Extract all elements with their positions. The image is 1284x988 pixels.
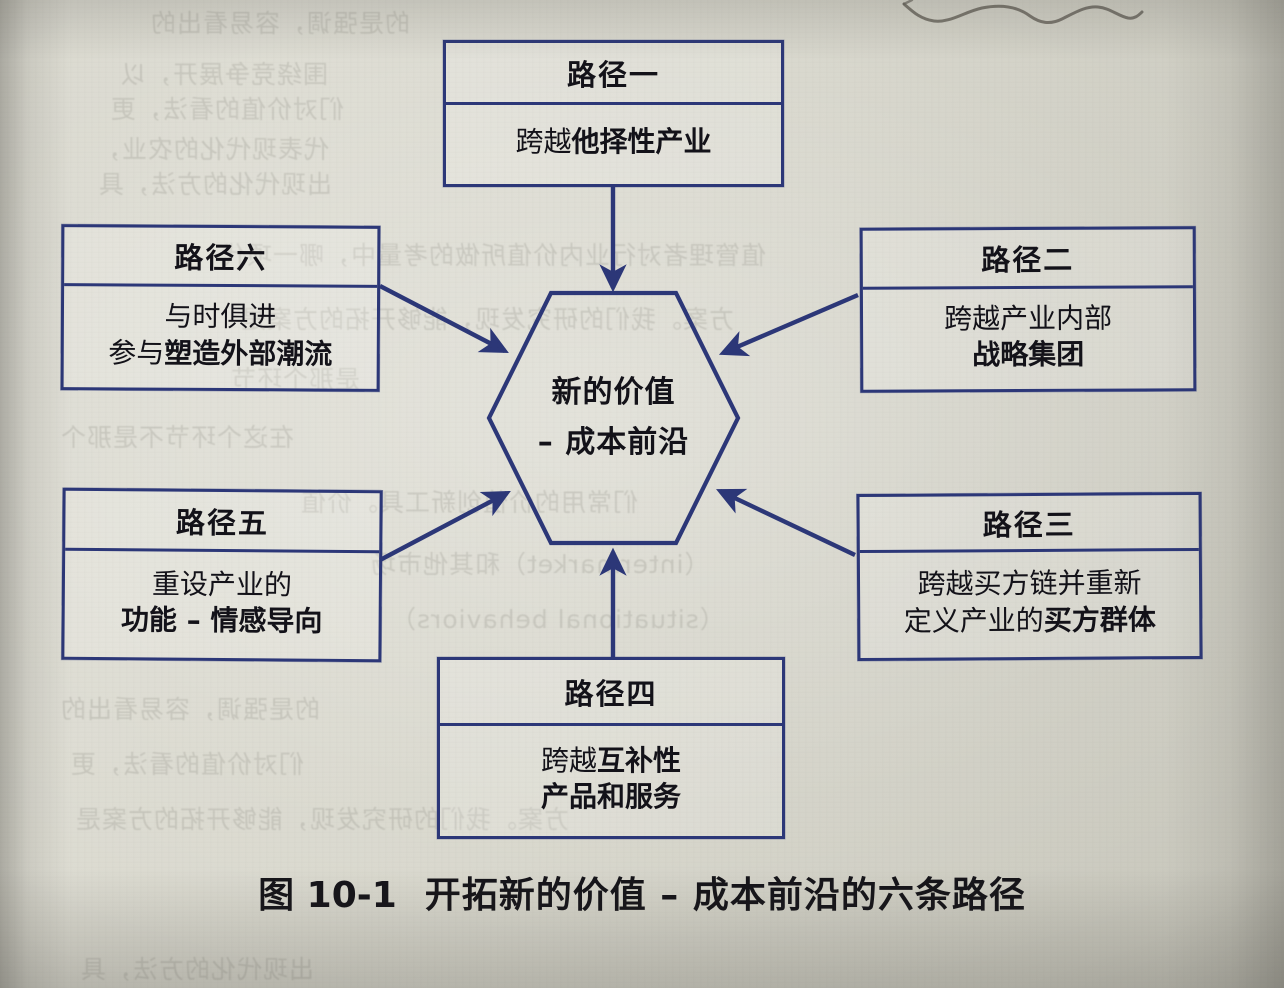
path-box-5-header: 路径五 [65,490,380,554]
path-box-1-body: 跨越他择性产业 [446,105,781,184]
showthrough-line: （situational behaviors） [390,605,725,634]
arrow-box3-to-center [716,488,856,557]
center-node-label: 新的价值 – 成本前沿 [489,291,738,545]
path-box-1-line-1: 跨越他择性产业 [515,125,712,159]
path-box-4-body: 跨越互补性 产品和服务 [440,726,782,836]
path-box-3-body: 跨越买方链并重新 定义产业的买方群体 [860,551,1200,658]
path-box-5-line-1: 重设产业的 [151,567,293,602]
showthrough-line: 围绕竞争展开，以 [120,60,329,89]
path-box-3-line-1: 跨越买方链并重新 [917,566,1142,601]
path-box-3-line-2: 定义产业的买方群体 [903,602,1156,638]
path-box-1[interactable]: 路径一 跨越他择性产业 [443,40,784,187]
path-box-2[interactable]: 路径二 跨越产业内部 战略集团 [859,226,1197,393]
figure-caption: 图 10-1 开拓新的价值 – 成本前沿的六条路径 [0,866,1284,918]
showthrough-line: 们对价值的看法，更 [110,95,345,124]
path-box-6-line-1: 与时俱进 [164,299,277,334]
path-box-6-header: 路径六 [64,227,378,288]
path-box-5[interactable]: 路径五 重设产业的 功能 – 情感导向 [61,487,383,663]
showthrough-line: 的是强调，容易看出的 [150,9,411,38]
path-box-2-body: 跨越产业内部 战略集团 [863,288,1193,389]
showthrough-line: 代表现代化的农业， [95,135,330,164]
path-box-4-line-1: 跨越互补性 [540,743,682,777]
pencil-squiggle-annotation [902,0,1144,25]
path-box-5-body: 重设产业的 功能 – 情感导向 [64,551,379,659]
path-box-4-line-2: 产品和服务 [540,780,681,813]
arrow-box5-to-center [378,490,511,562]
path-box-6-body: 与时俱进 参与塑造外部潮流 [64,286,378,389]
center-line-1: 新的价值 [551,375,676,410]
page-shadow-left [0,0,70,988]
center-line-2: – 成本前沿 [537,425,690,460]
showthrough-line: （intermarket）和其他市场 [370,550,710,579]
showthrough-line: 出现代化的方法，具 [98,170,333,199]
path-box-6[interactable]: 路径六 与时俱进 参与塑造外部潮流 [60,224,381,392]
showthrough-line: 在这个环节不是那个 [60,423,295,452]
path-box-3[interactable]: 路径三 跨越买方链并重新 定义产业的买方群体 [856,491,1203,662]
center-node: 新的价值 – 成本前沿 [489,291,738,545]
arrow-box2-to-center [718,292,859,357]
path-box-4-header: 路径四 [440,660,782,726]
showthrough-line: 们对价值的看法，更 [70,750,305,779]
path-box-5-line-2: 功能 – 情感导向 [120,603,323,638]
path-box-3-header: 路径三 [859,494,1199,554]
arrow-box6-to-center [378,284,509,354]
path-box-2-line-2: 战略集团 [972,337,1085,372]
path-box-2-header: 路径二 [862,229,1193,290]
showthrough-line: 出现代化的方法，具 [80,955,315,984]
path-box-4[interactable]: 路径四 跨越互补性 产品和服务 [437,657,785,839]
figure-number: 图 10-1 [258,875,397,916]
path-box-6-line-2: 参与塑造外部潮流 [108,335,333,371]
path-box-2-line-1: 跨越产业内部 [943,301,1113,335]
showthrough-line: 的是强调，容易看出的 [60,695,321,724]
path-box-1-header: 路径一 [446,43,781,105]
figure-title: 开拓新的价值 – 成本前沿的六条路径 [424,875,1026,916]
